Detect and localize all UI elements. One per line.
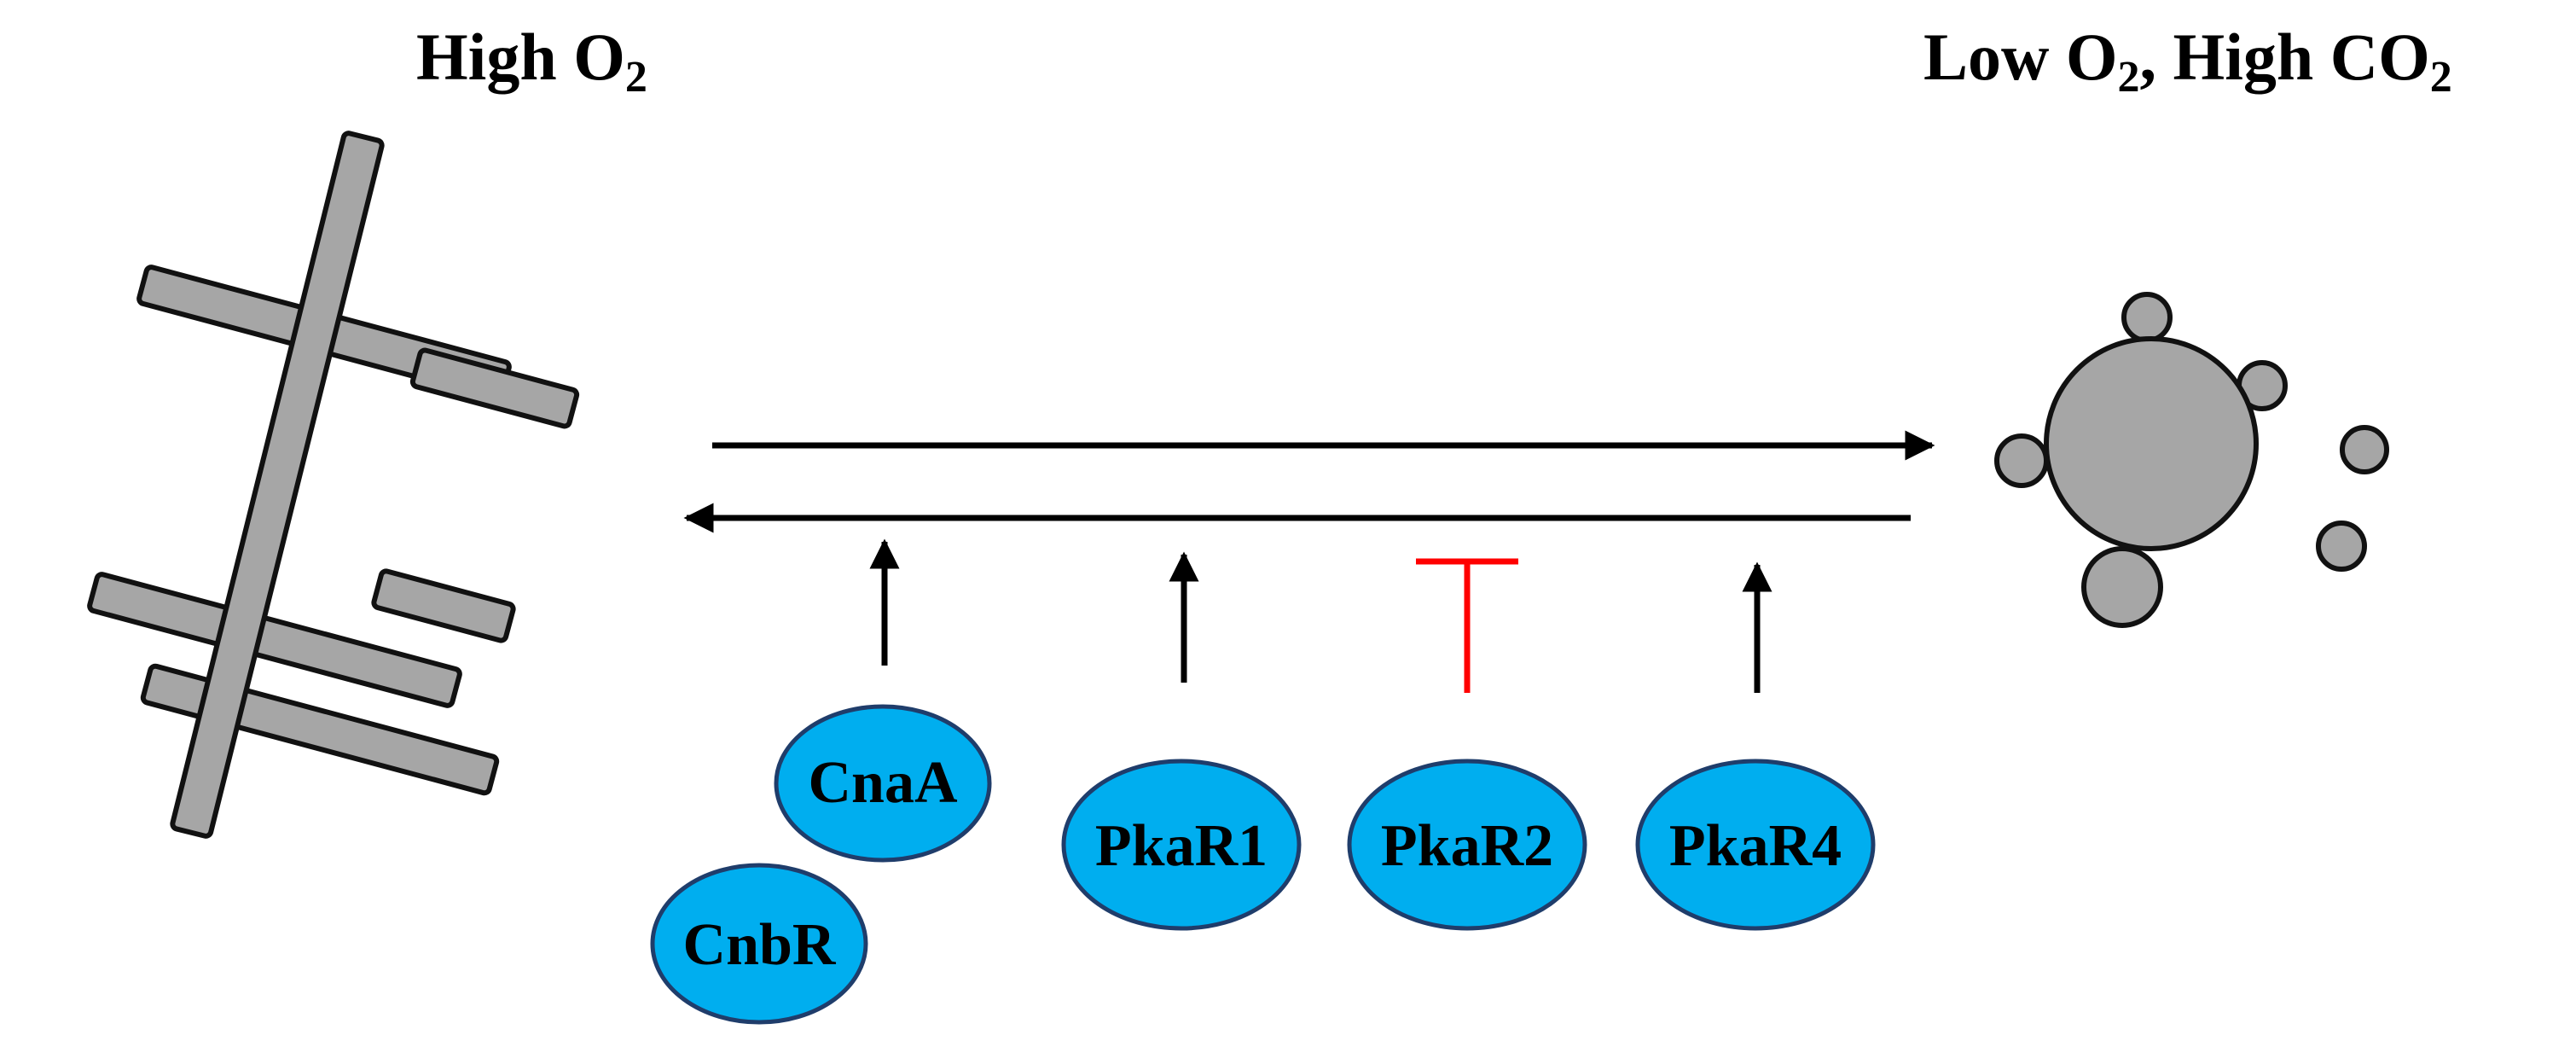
cnaa-ellipse: [774, 704, 992, 863]
protein-label-pkar4: PkaR4: [1668, 813, 1842, 879]
protein-label-cnaa: CnaA: [808, 750, 958, 816]
cnbr-ellipse: [650, 863, 868, 1025]
hyphae-icon: [87, 131, 580, 839]
pkar1-ellipse: [1061, 759, 1302, 931]
condition-label-high-o2: High O2: [416, 20, 647, 102]
protein-label-cnbr: CnbR: [682, 912, 836, 978]
pkar4-ellipse: [1635, 759, 1876, 931]
yeast-cells-icon: [1994, 292, 2389, 628]
pkar2-ellipse: [1347, 759, 1587, 931]
protein-label-pkar2: PkaR2: [1380, 813, 1554, 879]
condition-label-low-o2-high-co2: Low O2, High CO2: [1923, 20, 2452, 102]
inhibition-bar-pkar2: [1416, 558, 1518, 693]
protein-label-pkar1: PkaR1: [1094, 813, 1268, 879]
